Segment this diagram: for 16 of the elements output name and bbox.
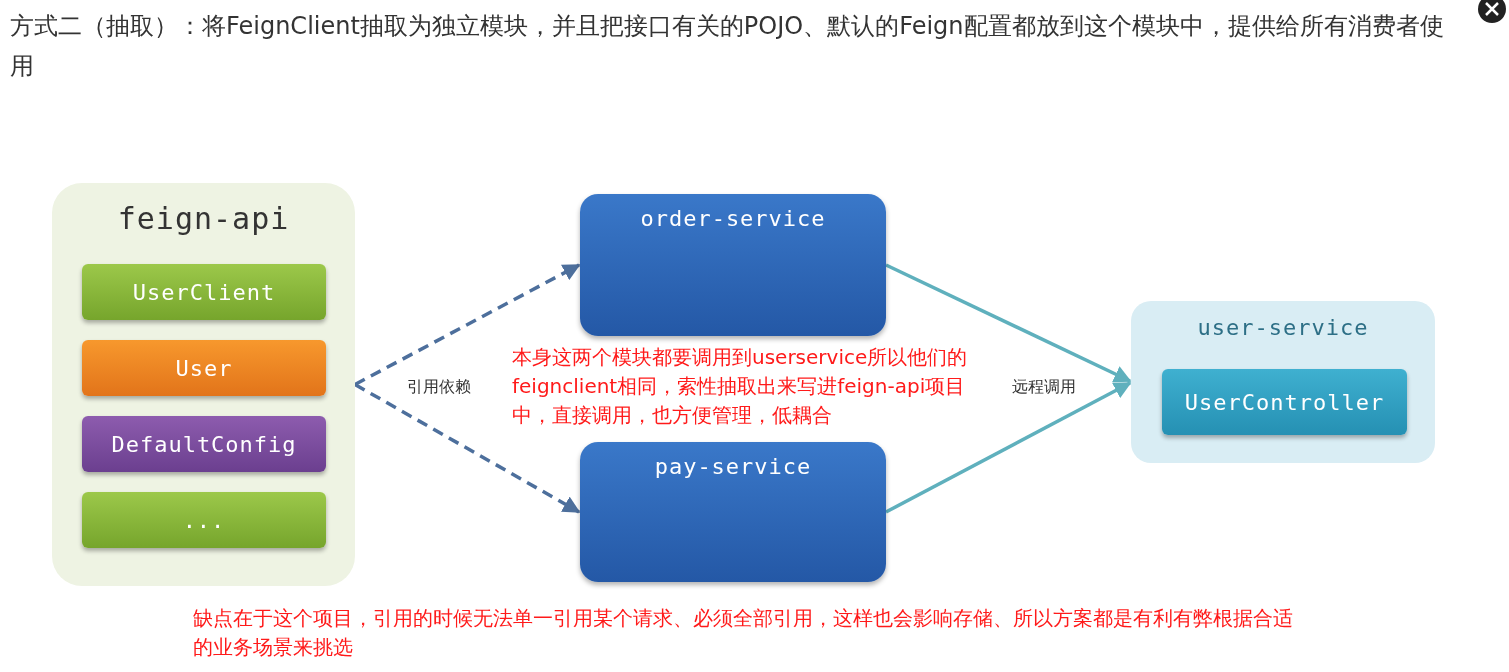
service-box: pay-service — [580, 442, 886, 582]
arrow — [885, 263, 1132, 383]
module-panel: feign-api UserClient User DefaultConfig ... — [52, 183, 355, 586]
arrow — [354, 382, 581, 514]
annotation-note: 缺点在于这个项目，引用的时候无法单一引用某个请求、必须全部引用，这样也会影响存储、所以方案都是有利有弊根据合适的业务场景来挑选 — [193, 605, 1294, 661]
arrow — [354, 263, 581, 387]
class-box: UserController — [1162, 369, 1407, 435]
class-box: ... — [82, 492, 326, 548]
title: 方式二（抽取）：将FeignClient抽取为独立模块，并且把接口有关的POJO、默认的Feign配置都放到这个模块中，提供给所有消费者使用 — [10, 11, 1445, 82]
service-panel: user-service UserController — [1131, 301, 1435, 463]
class-box: User — [82, 340, 326, 396]
class-box: UserClient — [82, 264, 326, 320]
class-box: DefaultConfig — [82, 416, 326, 472]
arrow — [885, 381, 1132, 514]
service-box: order-service — [580, 194, 886, 336]
annotation-note: 本身这两个模块都要调用到userservice所以他们的feignclient相同，索性抽取出来写进feign-api项目中，直接调用，也方便管理，低耦合 — [512, 344, 969, 429]
